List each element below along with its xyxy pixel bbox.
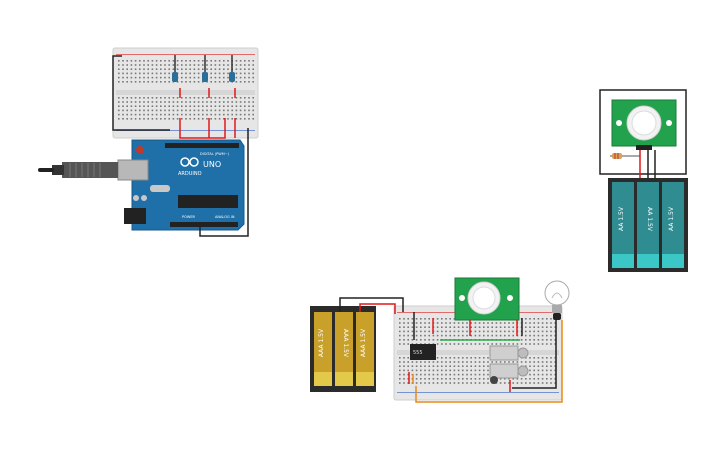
battery-cell-label: AAA 1.5V <box>318 328 325 357</box>
microcontroller-chip <box>178 195 238 208</box>
battery-cell: AAA 1.5V <box>314 312 332 386</box>
breadboard-1-holes <box>118 60 254 120</box>
digital-label: DIGITAL (PWM~) <box>200 152 230 156</box>
battery-cell-label: AAA 1.5V <box>342 329 349 358</box>
battery-cell: AA 1.5V <box>662 182 684 268</box>
pir-sensor-2[interactable] <box>454 277 520 321</box>
power-jack[interactable] <box>124 208 146 224</box>
arduino-uno[interactable]: ARDUINO UNO DIGITAL (PWM~) POWER ANALOG … <box>117 139 245 231</box>
led-3[interactable] <box>229 55 235 82</box>
battery-cell-label: AA 1.5V <box>668 206 675 231</box>
battery-cell: AAA 1.5V <box>335 312 353 386</box>
battery-cell-label: AA 1.5V <box>618 206 625 231</box>
arduino-logo-icon <box>180 157 199 167</box>
breadboard-2[interactable] <box>393 305 563 401</box>
battery-pack-aa[interactable]: AA 1.5V AA 1.5V AA 1.5V <box>608 178 688 272</box>
pir-leads[interactable] <box>639 150 656 180</box>
breadboard-1[interactable] <box>112 47 259 139</box>
battery-pack-aaa[interactable]: AAA 1.5V AAA 1.5V AAA 1.5V <box>310 306 376 392</box>
digital-header[interactable] <box>165 143 239 148</box>
led-1[interactable] <box>172 55 178 82</box>
relay-2[interactable] <box>489 363 529 379</box>
arduino-model: UNO <box>203 160 221 169</box>
battery-cell: AA 1.5V <box>637 182 659 268</box>
battery-cell-label: AAA 1.5V <box>360 328 367 357</box>
led-2[interactable] <box>202 55 208 82</box>
arduino-brand: ARDUINO <box>178 171 202 177</box>
resistor-jumpers[interactable] <box>179 88 236 139</box>
ic-chip[interactable]: 555 <box>410 344 436 360</box>
ic-chip-label: 555 <box>413 350 423 356</box>
power-label: POWER <box>182 215 196 219</box>
power-header[interactable] <box>170 222 238 227</box>
battery-cell: AA 1.5V <box>612 182 634 268</box>
analog-label: ANALOG IN <box>215 215 235 219</box>
resistor-pir[interactable] <box>610 153 640 159</box>
relay-1[interactable] <box>489 345 529 361</box>
usb-cable[interactable] <box>38 162 118 178</box>
black-wire-ground[interactable] <box>112 55 170 131</box>
pir-sensor-1[interactable] <box>611 99 677 150</box>
light-bulb[interactable] <box>544 280 570 320</box>
crystal <box>150 185 170 192</box>
pir-enclosure-wire[interactable] <box>599 89 687 175</box>
black-wire-arduino[interactable] <box>199 128 249 237</box>
battery-cell: AAA 1.5V <box>356 312 374 386</box>
circuit-2-wires[interactable] <box>339 297 563 403</box>
battery-cell-label: AA 1.5V <box>646 207 653 232</box>
capacitor-small <box>490 376 498 384</box>
usb-port[interactable] <box>117 159 149 181</box>
breadboard-2-holes <box>399 318 556 384</box>
reset-button[interactable] <box>136 146 144 154</box>
